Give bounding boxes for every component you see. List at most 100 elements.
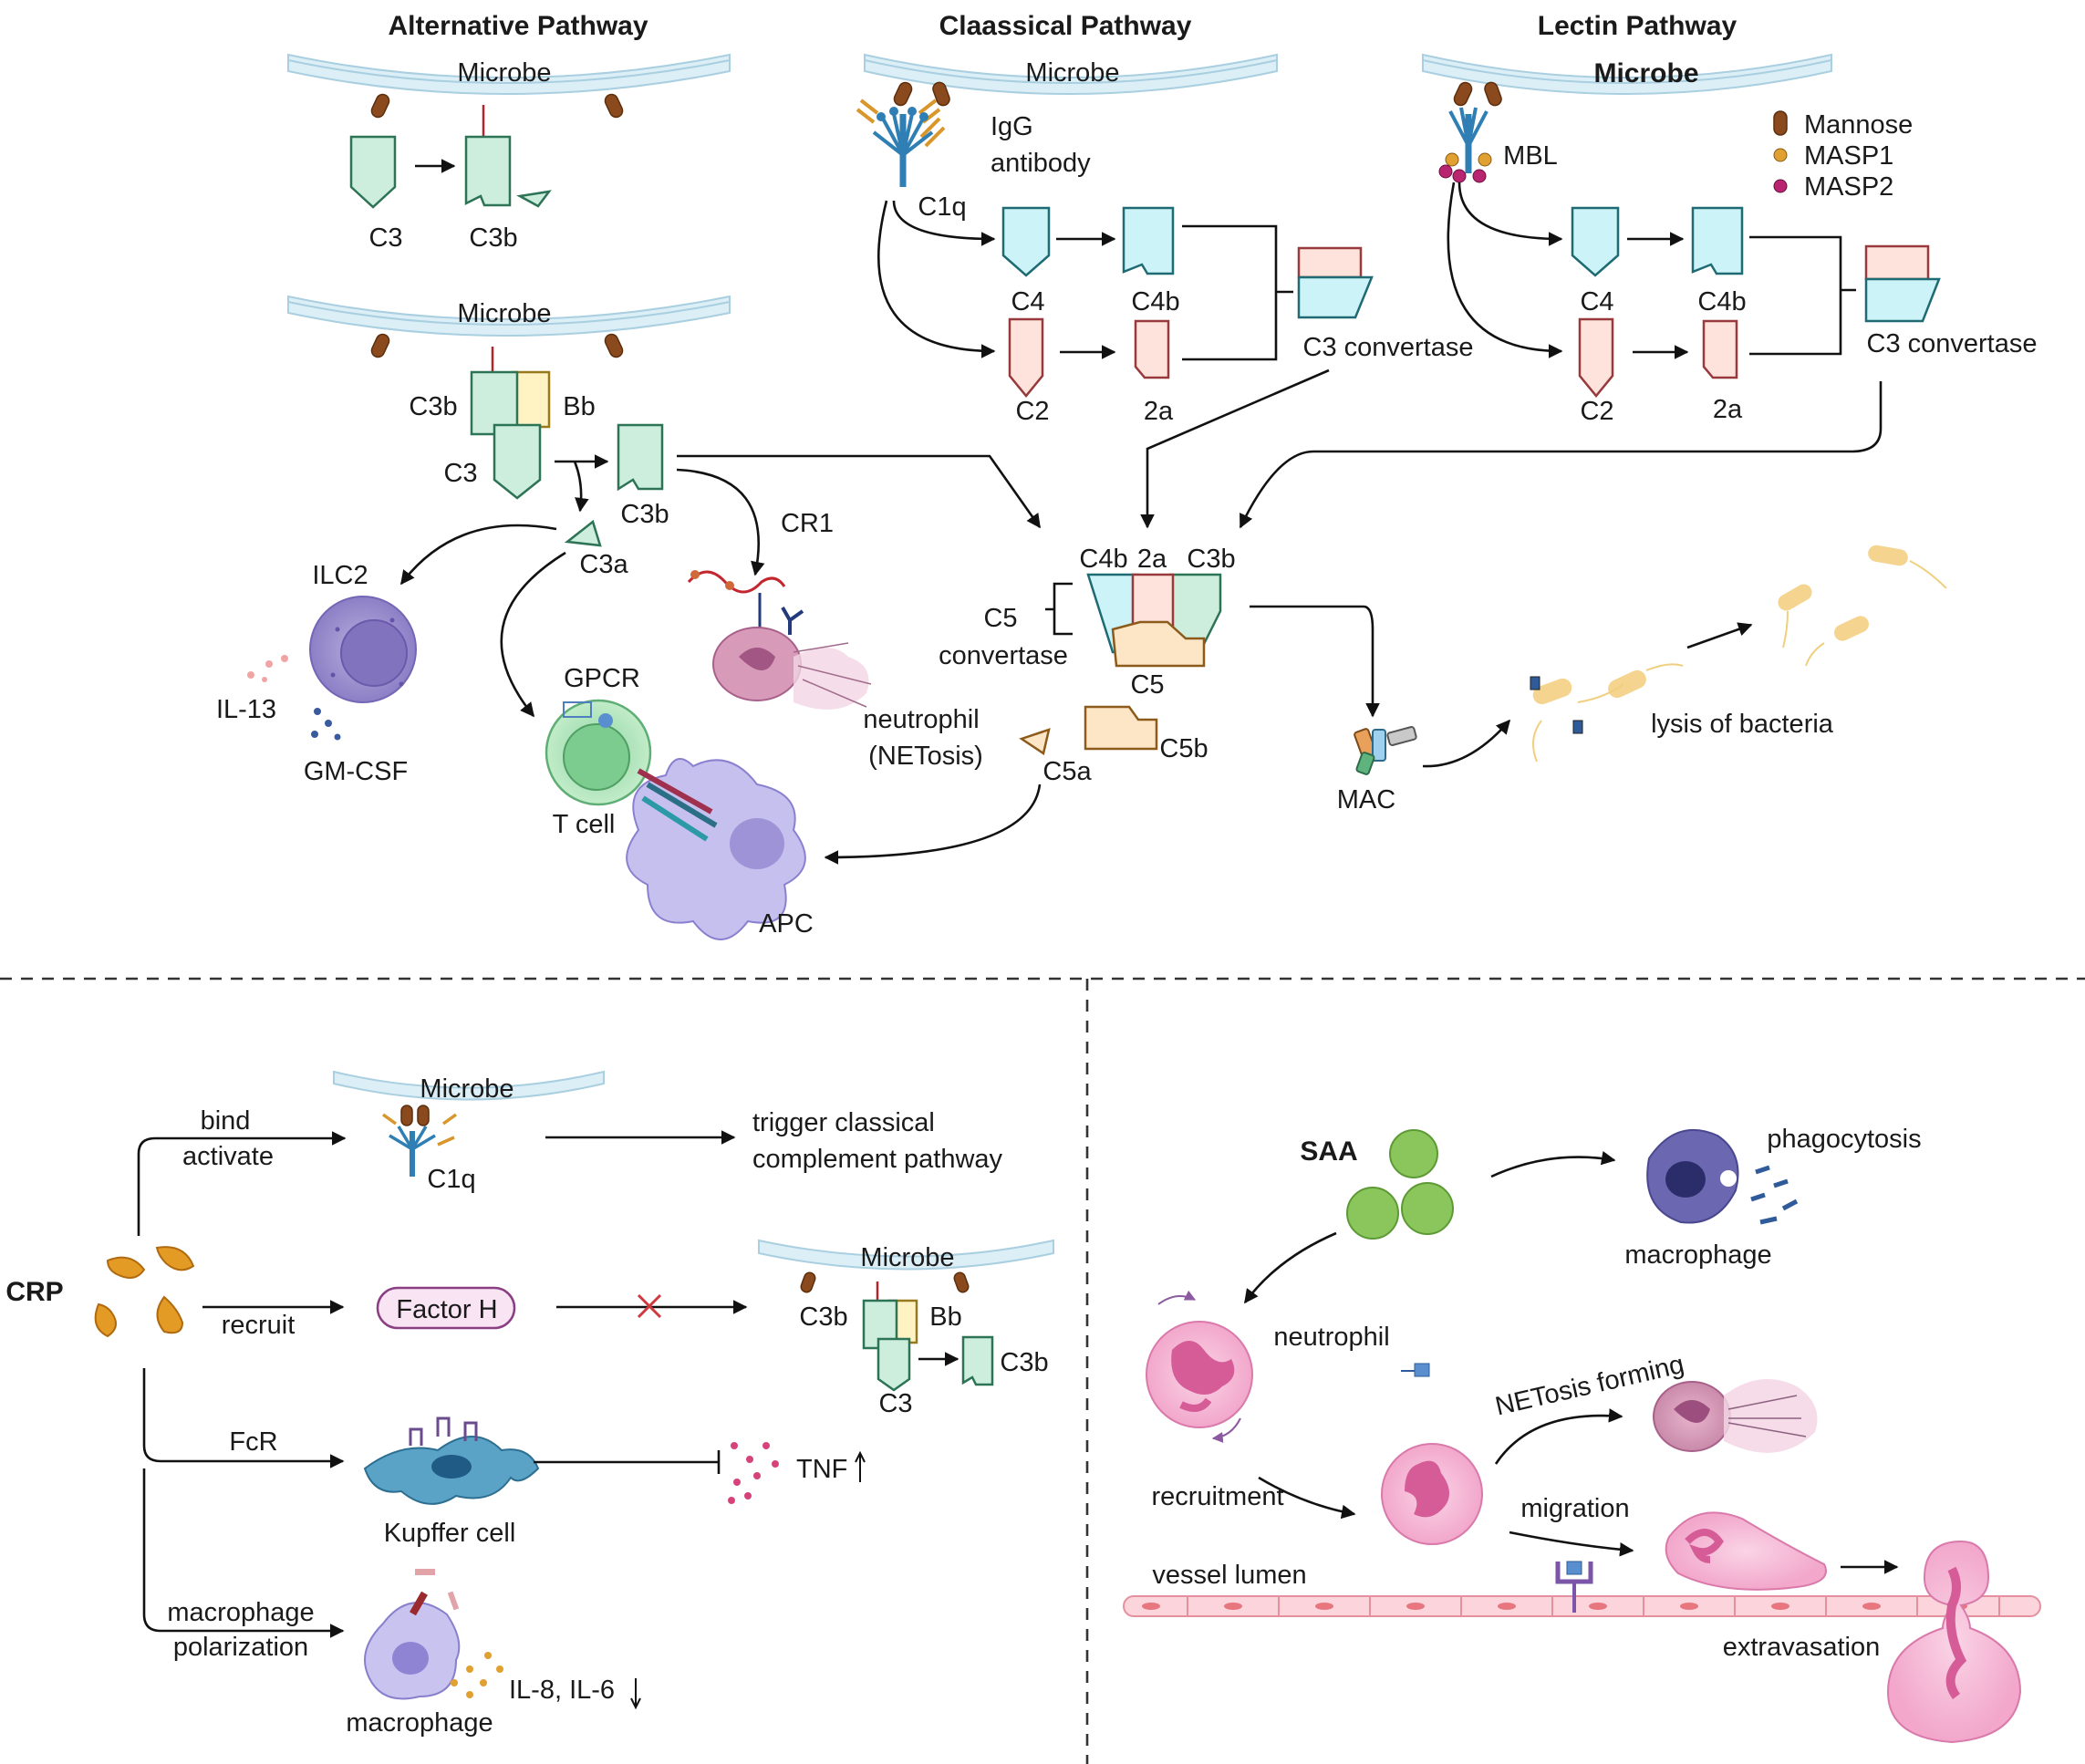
c4-protein-icon	[1001, 206, 1051, 277]
c4-protein-icon	[1571, 206, 1620, 277]
gpcr-receptor-icon	[563, 701, 592, 718]
c3b-label: C3b	[469, 223, 517, 253]
alternative-pathway-title: Alternative Pathway	[388, 11, 648, 41]
tnf-label: TNF	[796, 1455, 847, 1484]
legend-mannose-icon	[1773, 110, 1788, 136]
legend-masp1-label: MASP1	[1804, 141, 1893, 171]
c3b-protein-icon	[464, 135, 512, 207]
convertase-label: convertase	[939, 641, 1068, 670]
c3-convertase-alt	[470, 370, 551, 500]
c4b-label: C4b	[1697, 287, 1746, 316]
microbe-label: Microbe	[457, 299, 551, 328]
c2-protein-icon	[1008, 317, 1044, 398]
c4b-label: C4b	[1131, 287, 1179, 316]
kupffer-label: Kupffer cell	[384, 1519, 516, 1548]
kupffer-cell-icon	[363, 1416, 540, 1505]
antibody-label: antibody	[991, 149, 1091, 178]
gmcsf-dots-icon	[311, 708, 341, 741]
c5-convertase-icon	[1086, 573, 1222, 668]
mannose-icon	[1453, 81, 1473, 107]
c3-convertase-lectin-icon	[1864, 244, 1941, 323]
mannose-icon	[417, 1105, 430, 1126]
c2a-protein-icon	[1702, 319, 1738, 379]
ilc2-label: ILC2	[312, 561, 368, 590]
c3-protein-icon	[493, 423, 542, 500]
t-cell-icon	[545, 699, 652, 806]
c5-label: C5	[983, 604, 1017, 633]
mannose-icon	[1484, 81, 1502, 107]
apc-cell-icon	[626, 758, 806, 940]
classical-pathway: Claassical Pathway Microbe IgG antibody …	[856, 11, 1474, 426]
classical-pathway-title: Claassical Pathway	[939, 11, 1192, 41]
receptor-icon	[1401, 1363, 1430, 1377]
c5-convertase-section: C4b 2a C3b C5 convertase C5 C5b C5a MAC	[677, 368, 1947, 865]
c5b-label: C5b	[1159, 734, 1208, 763]
il-dots-icon	[451, 1652, 503, 1698]
c3b-label: C3b	[620, 500, 669, 529]
vessel-lumen-label: vessel lumen	[1152, 1561, 1306, 1590]
cr1-label: CR1	[781, 509, 834, 538]
c4-label: C4	[1580, 287, 1613, 316]
bb-label: Bb	[929, 1302, 961, 1332]
microbe-membrane-lectin: Microbe	[1422, 53, 1832, 107]
macrophage-label: macrophage	[1624, 1240, 1771, 1270]
c1q-label: C1q	[427, 1165, 475, 1194]
c5a-fragment-icon	[1019, 728, 1051, 756]
mac-label: MAC	[1337, 785, 1395, 815]
c3b-label: C3b	[799, 1302, 847, 1332]
mannose-icon	[370, 333, 390, 358]
mannose-icon	[370, 93, 390, 119]
c3-label: C3	[443, 459, 477, 488]
extravasation-label: extravasation	[1723, 1633, 1881, 1662]
c1q-label: C1q	[918, 192, 966, 222]
activate-label: activate	[182, 1142, 274, 1171]
c2-protein-icon	[1578, 317, 1614, 398]
migration-label: migration	[1520, 1494, 1629, 1523]
recruitment-label: recruitment	[1151, 1482, 1283, 1511]
mannose-icon	[400, 1105, 413, 1126]
mannose-icon	[932, 81, 950, 107]
c3-protein-icon	[349, 135, 397, 209]
microbe-label: Microbe	[420, 1074, 513, 1104]
c3a-fragment-icon	[564, 519, 602, 547]
c4b-label: C4b	[1079, 545, 1127, 574]
il-label: IL-8, IL-6	[509, 1676, 615, 1705]
c3b-label: C3b	[1187, 545, 1235, 574]
vessel-endothelium-icon	[1123, 1595, 2041, 1617]
il13-label: IL-13	[216, 695, 276, 724]
c4b-protein-icon	[1691, 206, 1744, 275]
c3-convertase-label: C3 convertase	[1867, 329, 2038, 358]
c2a-protein-icon	[1134, 319, 1170, 379]
il13-dots-icon	[247, 655, 288, 682]
bb-label: Bb	[563, 392, 595, 421]
saa-molecules-icon	[1346, 1129, 1454, 1240]
legend-masp2-label: MASP2	[1804, 172, 1893, 202]
factor-h-pill	[376, 1286, 516, 1330]
c3-label: C3	[368, 223, 402, 253]
legend-mannose-label: Mannose	[1804, 110, 1913, 140]
mannose-icon	[800, 1271, 816, 1293]
microbe-membrane-crp: Microbe	[333, 1070, 605, 1177]
c3a-label: C3a	[579, 550, 628, 579]
crp-panel: CRP bind activate Microbe C1q trigger cl…	[5, 1070, 1054, 1738]
macrophage-crp-icon	[364, 1569, 461, 1700]
gmcsf-label: GM-CSF	[304, 757, 408, 786]
c5-bottom-label: C5	[1130, 670, 1164, 700]
c2a-label: 2a	[1137, 545, 1167, 574]
lysing-bacteria-icon	[1530, 663, 1684, 763]
neutrophil-adhered-icon	[1381, 1443, 1483, 1545]
adhesion-receptor-icon	[1555, 1561, 1593, 1613]
microbe-label: Microbe	[457, 58, 551, 88]
legend: Mannose MASP1 MASP2	[1773, 110, 1913, 202]
crp-molecules-icon	[94, 1246, 195, 1338]
up-arrow-icon	[855, 1450, 866, 1482]
crp-title: CRP	[5, 1277, 63, 1307]
alternative-pathway: Alternative Pathway Microbe C3 C3b Micro…	[216, 11, 983, 940]
neutrophil-saa-icon	[1146, 1290, 1253, 1443]
microbe-membrane-crp-2: Microbe	[758, 1239, 1054, 1302]
legend-masp2-icon	[1773, 179, 1788, 193]
c3-convertase-label: C3 convertase	[1303, 333, 1474, 362]
microbe-label: Microbe	[1593, 58, 1698, 88]
neutrophil-netosis-icon	[687, 570, 872, 710]
